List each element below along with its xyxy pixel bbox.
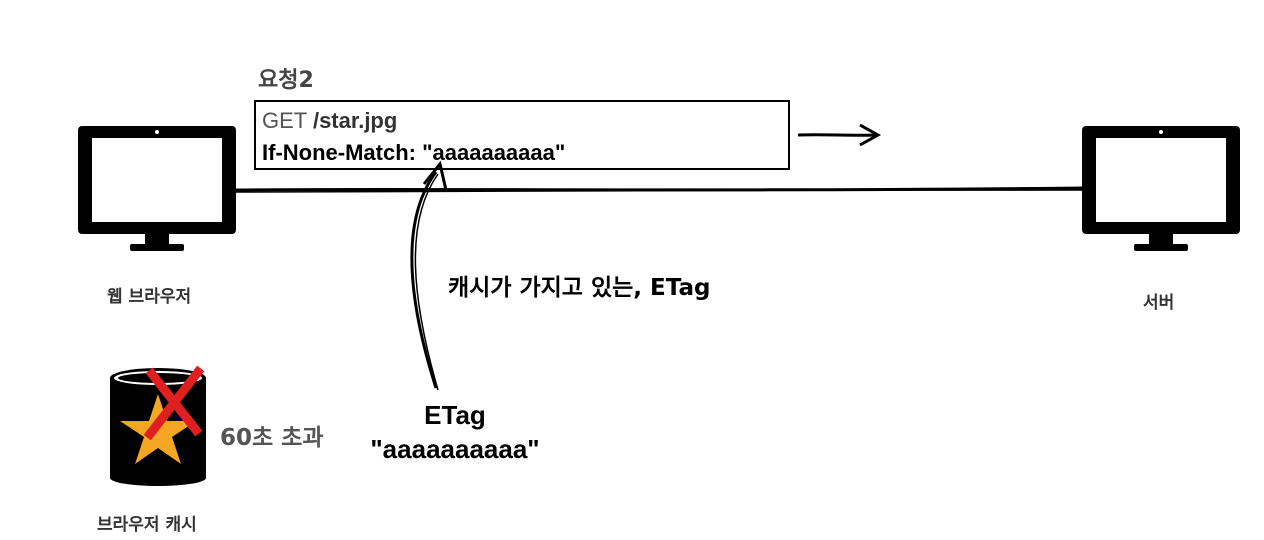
etag-label: ETag <box>424 400 486 430</box>
cache-database-icon <box>110 365 206 486</box>
request-line: GET /star.jpg <box>262 108 397 134</box>
etag-value: "aaaaaaaaaa" <box>370 434 540 464</box>
server-label: 서버 <box>1143 293 1175 313</box>
request-arrow-icon <box>797 123 882 147</box>
server-monitor-icon <box>1082 126 1240 251</box>
browser-monitor-icon <box>78 126 236 251</box>
browser-label: 웹 브라우저 <box>107 287 192 307</box>
cross-icon <box>143 365 205 441</box>
request-path: /star.jpg <box>312 108 398 133</box>
request-title: 요청2 <box>258 68 314 93</box>
cache-label: 브라우저 캐시 <box>97 515 197 535</box>
request-box <box>254 100 790 170</box>
etag-block: ETag "aaaaaaaaaa" <box>340 398 570 466</box>
request-method: GET <box>262 108 313 133</box>
if-none-match-header: If-None-Match: "aaaaaaaaaa" <box>262 140 566 165</box>
cache-etag-note: 캐시가 가지고 있는, ETag <box>448 275 711 301</box>
cache-expired-note: 60초 초과 <box>220 425 324 451</box>
